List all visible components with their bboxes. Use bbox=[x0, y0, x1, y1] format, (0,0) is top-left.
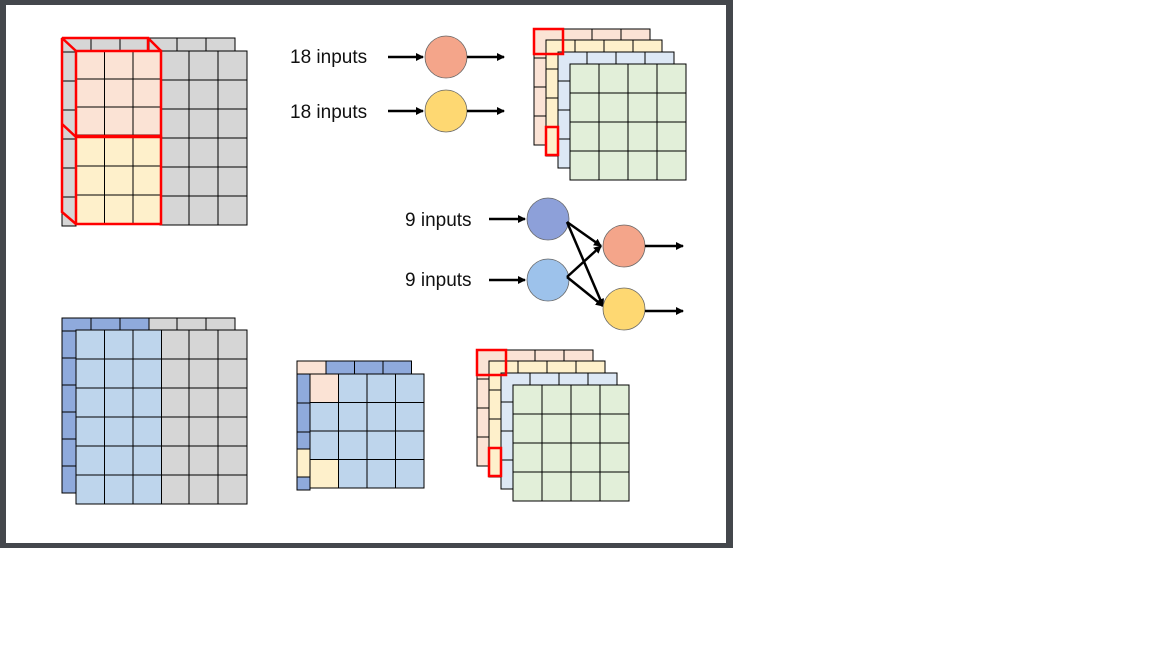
red-cube-edges-lower bbox=[61, 123, 77, 138]
window-frame: 18 inputs 18 inputs 9 inputs 9 inputs bbox=[0, 0, 733, 548]
neuron-orange bbox=[424, 35, 468, 79]
small-back-yellow-cell bbox=[296, 448, 311, 478]
neuron-orange-output bbox=[602, 224, 646, 268]
bottom-feature-stack-red-cell-top bbox=[475, 348, 508, 377]
neuron-yellow bbox=[424, 89, 468, 133]
top-second-input-label: 18 inputs bbox=[290, 102, 367, 123]
small-back-peach-corner bbox=[296, 360, 327, 375]
front-yellow-window bbox=[75, 136, 162, 225]
top-first-input-label: 18 inputs bbox=[290, 47, 367, 68]
neuron-yellow-output bbox=[602, 287, 646, 331]
small-back-blue-top bbox=[325, 360, 412, 375]
diagram-canvas: 18 inputs 18 inputs 9 inputs 9 inputs bbox=[6, 5, 726, 543]
neuron-darkblue bbox=[526, 197, 570, 241]
connection-db-to-yellow bbox=[565, 221, 605, 307]
top-feature-stack-red-cell-side bbox=[544, 125, 560, 157]
front-peach-window bbox=[75, 50, 162, 136]
top-feature-stack-red-cell-top bbox=[532, 27, 565, 56]
mid-first-input-label: 9 inputs bbox=[405, 210, 472, 231]
neuron-lightblue bbox=[526, 258, 570, 302]
bottom-back-blue-top bbox=[61, 317, 150, 332]
connection-db-to-orange bbox=[566, 220, 602, 248]
bottom-feature-stack-red-cell-side bbox=[487, 446, 503, 478]
red-cube-edges-upper bbox=[60, 36, 162, 225]
red-window-front-lower bbox=[74, 135, 163, 226]
small-front-peach-cell bbox=[309, 373, 339, 403]
connection-lb-to-orange bbox=[566, 245, 602, 278]
mid-second-input-label: 9 inputs bbox=[405, 270, 472, 291]
cnn-diagram: 18 inputs 18 inputs 9 inputs 9 inputs bbox=[60, 27, 687, 505]
small-front-yellow-cell bbox=[309, 459, 339, 489]
connection-lb-to-yellow bbox=[566, 276, 604, 307]
bottom-back-gray-top bbox=[147, 317, 236, 332]
